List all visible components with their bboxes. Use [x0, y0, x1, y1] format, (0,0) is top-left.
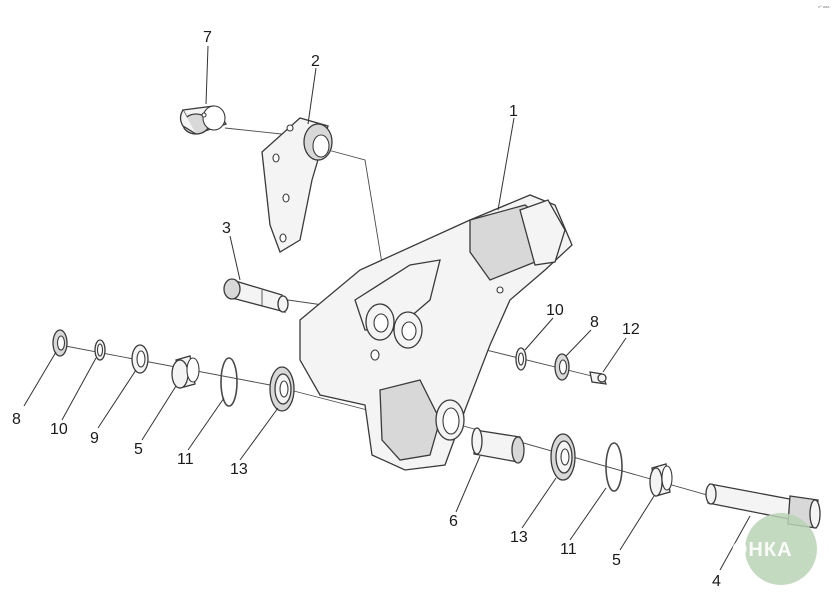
- right-lower-stack: [471, 427, 821, 529]
- callout-7: 7: [203, 29, 212, 46]
- callout-3: 3: [222, 220, 231, 237]
- callout-4: 4: [712, 573, 721, 590]
- callout-11-right: 11: [560, 541, 577, 558]
- callout-2: 2: [311, 53, 320, 70]
- bracket-plate-part-2: [261, 117, 333, 253]
- corner-mark: nº ааа: [818, 4, 830, 9]
- callout-10-left: 10: [50, 421, 68, 438]
- lever-housing-part-1: [299, 194, 573, 471]
- callout-labels: 7 2 1 3 10 8 12 8 10 9 5 11 13 6 13 11 5…: [12, 29, 721, 590]
- pin-part-3: [223, 278, 289, 313]
- callout-6: 6: [449, 513, 458, 530]
- logo-text: АГРОНКА: [690, 539, 793, 561]
- bushing-part-7: [179, 105, 228, 135]
- callout-1: 1: [509, 103, 518, 120]
- callout-9: 9: [90, 430, 99, 447]
- left-part-stack: [52, 329, 295, 412]
- callout-5-right: 5: [612, 552, 621, 569]
- callout-5-left: 5: [134, 441, 143, 458]
- callout-13-left: 13: [230, 461, 248, 478]
- agronka-logo-watermark: АГРОНКА: [690, 513, 817, 585]
- logo-badge: [745, 513, 817, 585]
- callout-11-left: 11: [177, 451, 194, 468]
- leader-lines: [23, 45, 751, 571]
- callout-10-upper: 10: [546, 302, 564, 319]
- right-upper-stack: [515, 347, 608, 385]
- callout-8-left: 8: [12, 411, 21, 428]
- callout-13-right: 13: [510, 529, 528, 546]
- callout-8-upper: 8: [590, 314, 599, 331]
- callout-12: 12: [622, 321, 640, 338]
